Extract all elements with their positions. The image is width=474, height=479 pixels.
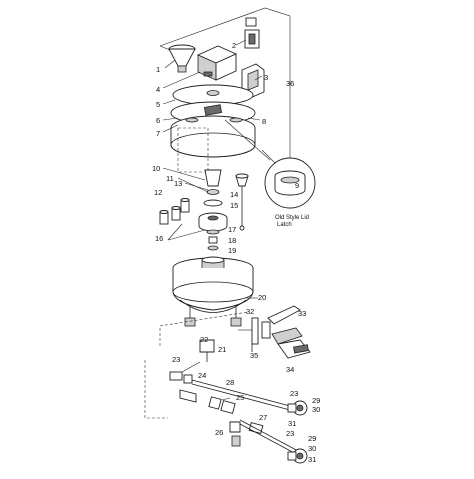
callout-12: 12 — [154, 188, 162, 197]
callout-15: 15 — [230, 201, 238, 210]
callout-6: 6 — [156, 116, 160, 125]
callout-2: 2 — [232, 41, 236, 50]
callout-18: 18 — [228, 236, 236, 245]
callout-24: 24 — [198, 371, 206, 380]
tube-assembly — [169, 339, 301, 457]
seal-stack — [203, 169, 223, 207]
old-style-lid-latch-inset: Old Style Lid Latch — [224, 119, 316, 228]
drain-valve-lower — [287, 448, 308, 464]
lower-bracket — [144, 311, 249, 419]
callout-31a: 31 — [288, 419, 296, 428]
callout-21: 21 — [218, 345, 226, 354]
funnel-part — [168, 44, 196, 73]
callout-23c: 23 — [286, 429, 294, 438]
callout-1: 1 — [156, 65, 160, 74]
small-fittings — [207, 236, 219, 251]
lid-assembly — [170, 84, 256, 173]
callout-16: 16 — [155, 234, 163, 243]
tank-part — [172, 256, 254, 327]
callout-19: 19 — [228, 246, 236, 255]
callout-7: 7 — [156, 129, 160, 138]
callout-33: 33 — [298, 309, 306, 318]
callout-27: 27 — [259, 413, 267, 422]
cup-parts — [159, 198, 190, 225]
inset-caption-line2: Latch — [277, 222, 292, 228]
callout-11: 11 — [166, 174, 174, 183]
callout-36: 36 — [286, 79, 294, 88]
callout-10: 10 — [152, 164, 160, 173]
callout-labels: 1 2 3 4 5 6 7 8 9 10 11 12 13 14 15 16 1… — [152, 41, 320, 464]
callout-28: 28 — [226, 378, 234, 387]
float-rod-part — [235, 173, 249, 231]
switch-part — [244, 17, 260, 49]
callout-4: 4 — [156, 85, 160, 94]
callout-34: 34 — [286, 365, 294, 374]
callout-32: 32 — [246, 307, 254, 316]
callout-26: 26 — [215, 428, 223, 437]
valve-body-part — [198, 212, 228, 235]
callout-8: 8 — [262, 117, 266, 126]
callout-29a: 29 — [312, 396, 320, 405]
callout-20: 20 — [258, 293, 266, 302]
drain-valve-upper — [287, 400, 308, 416]
callout-5: 5 — [156, 100, 160, 109]
callout-3: 3 — [264, 73, 268, 82]
callout-30a: 30 — [312, 405, 320, 414]
callout-9: 9 — [295, 181, 299, 190]
callout-30b: 30 — [308, 444, 316, 453]
callout-13: 13 — [174, 179, 182, 188]
callout-23a: 23 — [172, 355, 180, 364]
callout-14: 14 — [230, 190, 238, 199]
callout-35: 35 — [250, 351, 258, 360]
leader-lines — [162, 39, 263, 401]
inset-caption-line1: Old Style Lid — [275, 215, 309, 221]
callout-22: 22 — [200, 335, 208, 344]
callout-31b: 31 — [308, 455, 316, 464]
callout-29b: 29 — [308, 434, 316, 443]
latch-mechanism-part — [238, 305, 311, 359]
callout-17: 17 — [228, 225, 236, 234]
callout-25: 25 — [236, 393, 244, 402]
callout-23b: 23 — [290, 389, 298, 398]
housing-box-part — [196, 45, 238, 81]
